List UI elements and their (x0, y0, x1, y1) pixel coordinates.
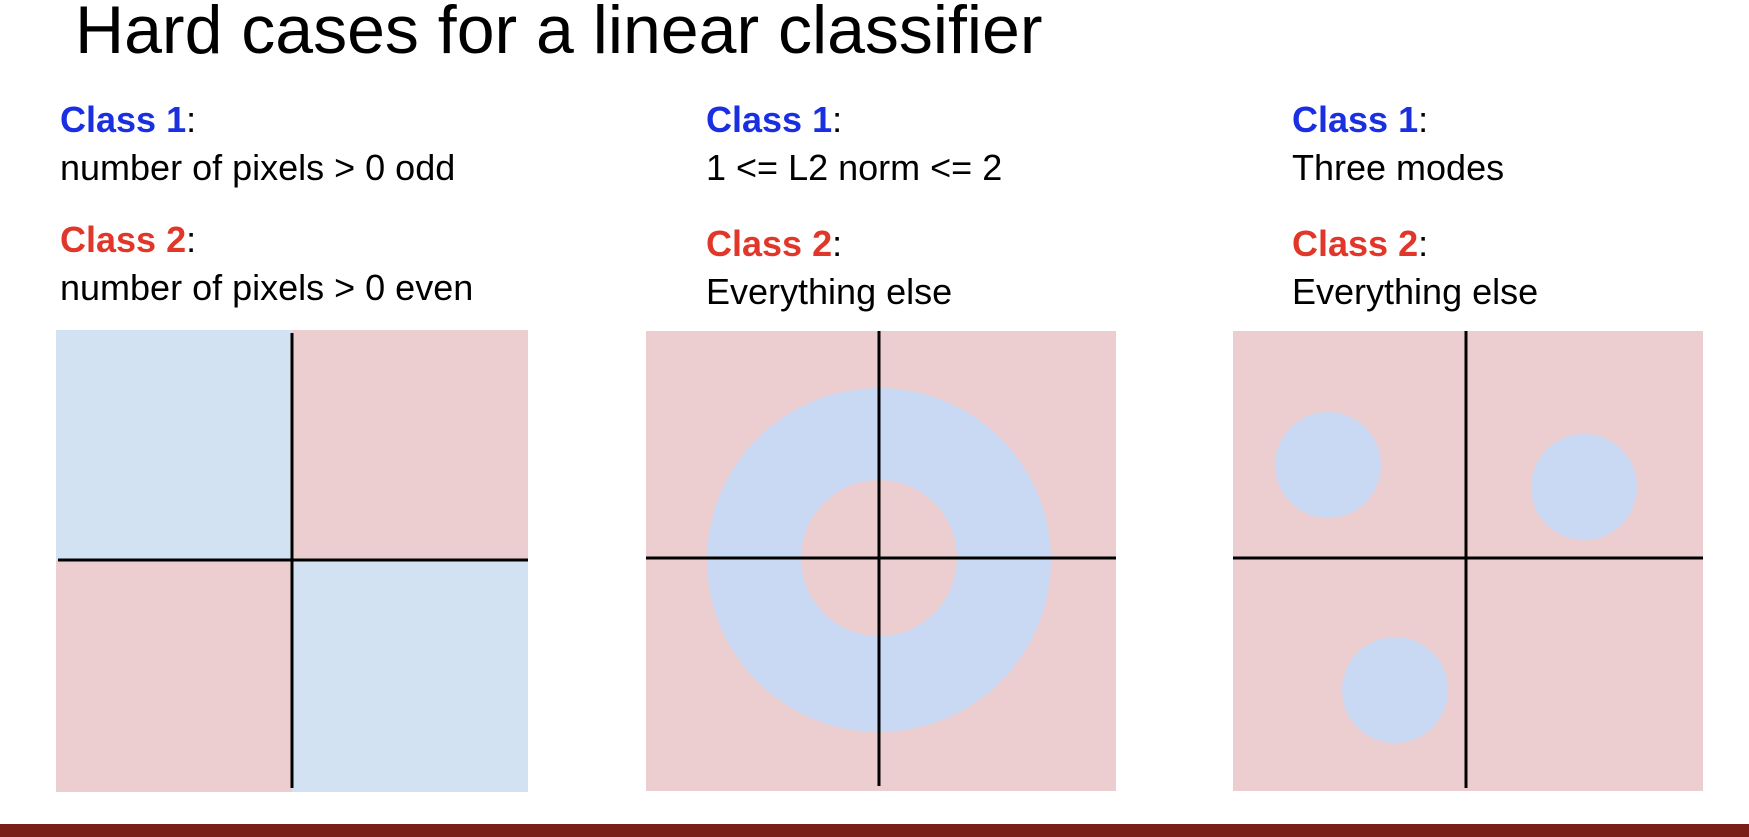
panel-2-class2-heading: Class 2: (706, 223, 843, 264)
panel-2-figure (646, 331, 1116, 791)
quadrant-bottom-right (292, 560, 528, 792)
panel-1-class2-label: Class 2 (60, 219, 187, 260)
panel-3-figure (1233, 331, 1703, 791)
panel-3-class2-label: Class 2 (1292, 223, 1419, 264)
panel-3-class1-label: Class 1 (1292, 99, 1419, 140)
panel-1-class2-heading: Class 2: (60, 219, 197, 260)
panel-3-class2-desc: Everything else (1292, 271, 1539, 312)
panel-1-class1-desc: number of pixels > 0 odd (60, 147, 456, 188)
panel-3-class2-heading: Class 2: (1292, 223, 1429, 264)
background-region (1233, 331, 1703, 791)
panel-1-class2-desc: number of pixels > 0 even (60, 267, 474, 308)
panel-1-class1-label: Class 1 (60, 99, 187, 140)
panel-2-class1-heading: Class 1: (706, 99, 843, 140)
panel-3-class1-desc: Three modes (1292, 147, 1505, 188)
panel-2-class1-desc: 1 <= L2 norm <= 2 (706, 147, 1003, 188)
quadrant-bottom-left (56, 560, 292, 792)
quadrant-top-left (56, 330, 292, 560)
panel-2-class1-label: Class 1 (706, 99, 833, 140)
footer-bar (0, 824, 1749, 837)
quadrant-top-right (292, 330, 528, 560)
panel-1-text: Class 1: number of pixels > 0 odd Class … (60, 96, 473, 312)
panel-3-class1-heading: Class 1: (1292, 99, 1429, 140)
panel-2-text: Class 1: 1 <= L2 norm <= 2 Class 2: Ever… (706, 96, 1002, 316)
panel-2-class2-desc: Everything else (706, 271, 953, 312)
slide-title: Hard cases for a linear classifier (75, 0, 1043, 68)
mode-2 (1531, 434, 1637, 540)
mode-1 (1275, 412, 1381, 518)
panel-2-class2-label: Class 2 (706, 223, 833, 264)
panel-1-figure (56, 330, 528, 792)
panel-3-text: Class 1: Three modes Class 2: Everything… (1292, 96, 1538, 316)
panel-1-class1-heading: Class 1: (60, 99, 197, 140)
mode-3 (1342, 637, 1448, 743)
